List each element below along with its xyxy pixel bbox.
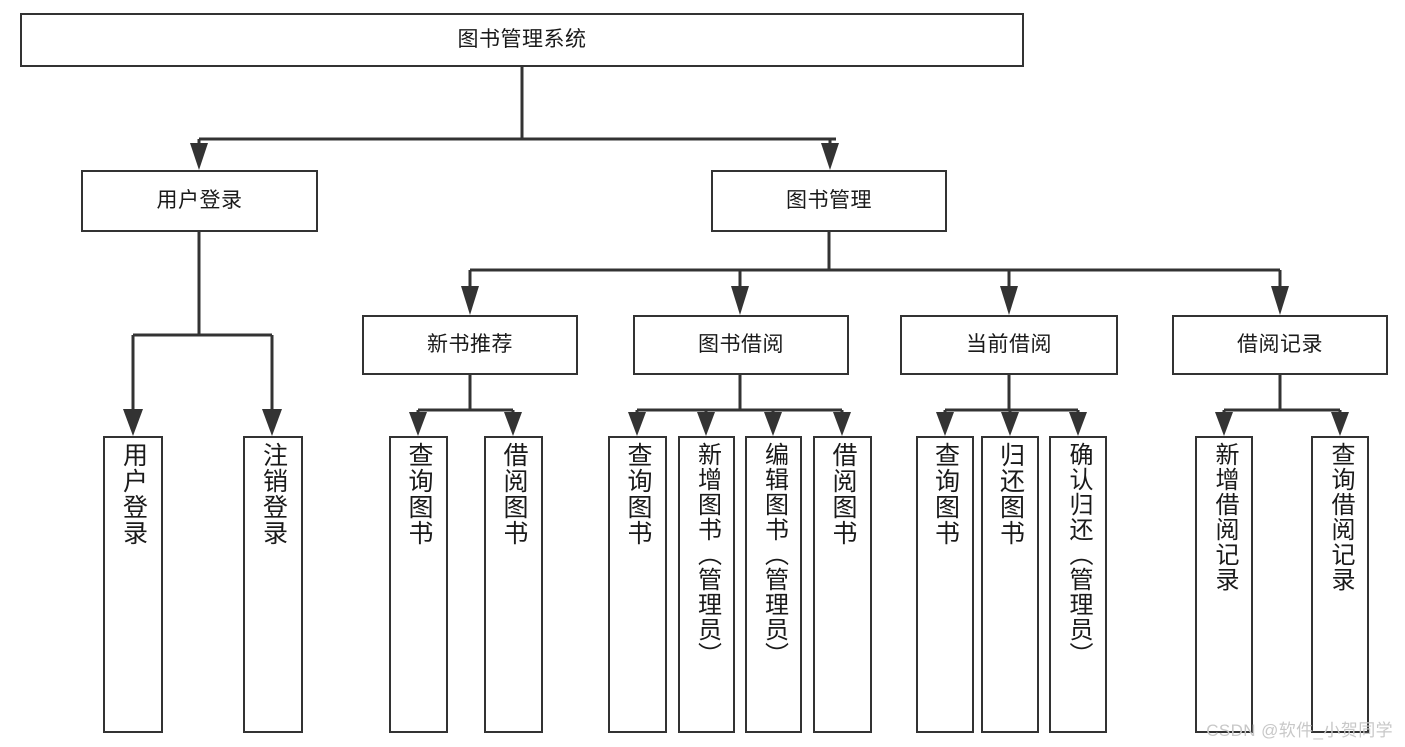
leaf-return-book-label: 归还图书 (996, 442, 1025, 546)
leaf-confirm-return[interactable]: 确认归还（管理员） (1049, 436, 1107, 733)
csdn-watermark: CSDN @软件_小贺同学 (1206, 721, 1393, 740)
leaf-query-book-1-label: 查询图书 (405, 442, 433, 546)
node-new-book-recommend[interactable]: 新书推荐 (362, 315, 578, 375)
leaf-query-book-3-label: 查询图书 (931, 442, 960, 546)
leaf-borrow-book-2-label: 借阅图书 (829, 442, 857, 546)
node-book-manage[interactable]: 图书管理 (711, 170, 947, 232)
leaf-edit-book-label: 编辑图书（管理员） (760, 442, 788, 667)
node-user-login-label: 用户登录 (156, 188, 243, 212)
leaf-add-book-label: 新增图书（管理员） (693, 442, 721, 667)
node-book-borrow-label: 图书借阅 (698, 332, 784, 356)
leaf-query-book-3[interactable]: 查询图书 (916, 436, 974, 733)
leaf-borrow-book-2[interactable]: 借阅图书 (813, 436, 872, 733)
leaf-logout-login[interactable]: 注销登录 (243, 436, 303, 733)
leaf-user-login-label: 用户登录 (119, 442, 148, 546)
leaf-borrow-book-1-label: 借阅图书 (500, 442, 528, 546)
node-new-book-recommend-label: 新书推荐 (427, 332, 513, 356)
leaf-user-login[interactable]: 用户登录 (103, 436, 163, 733)
node-current-borrow[interactable]: 当前借阅 (900, 315, 1118, 375)
leaf-add-book[interactable]: 新增图书（管理员） (678, 436, 735, 733)
leaf-return-book[interactable]: 归还图书 (981, 436, 1039, 733)
node-root-label: 图书管理系统 (457, 27, 587, 51)
leaf-query-record[interactable]: 查询借阅记录 (1311, 436, 1369, 733)
leaf-query-book-2[interactable]: 查询图书 (608, 436, 667, 733)
leaf-query-record-label: 查询借阅记录 (1327, 442, 1354, 592)
node-current-borrow-label: 当前借阅 (966, 332, 1052, 356)
node-book-manage-label: 图书管理 (786, 188, 872, 212)
leaf-logout-login-label: 注销登录 (259, 442, 288, 546)
node-root[interactable]: 图书管理系统 (20, 13, 1024, 67)
node-borrow-record-label: 借阅记录 (1237, 332, 1323, 356)
leaf-add-record[interactable]: 新增借阅记录 (1195, 436, 1253, 733)
leaf-borrow-book-1[interactable]: 借阅图书 (484, 436, 543, 733)
node-book-borrow[interactable]: 图书借阅 (633, 315, 849, 375)
node-borrow-record[interactable]: 借阅记录 (1172, 315, 1388, 375)
leaf-query-book-2-label: 查询图书 (624, 442, 652, 546)
leaf-query-book-1[interactable]: 查询图书 (389, 436, 448, 733)
leaf-edit-book[interactable]: 编辑图书（管理员） (745, 436, 802, 733)
node-user-login[interactable]: 用户登录 (81, 170, 318, 232)
leaf-confirm-return-label: 确认归还（管理员） (1065, 442, 1092, 667)
leaf-add-record-label: 新增借阅记录 (1211, 442, 1238, 592)
